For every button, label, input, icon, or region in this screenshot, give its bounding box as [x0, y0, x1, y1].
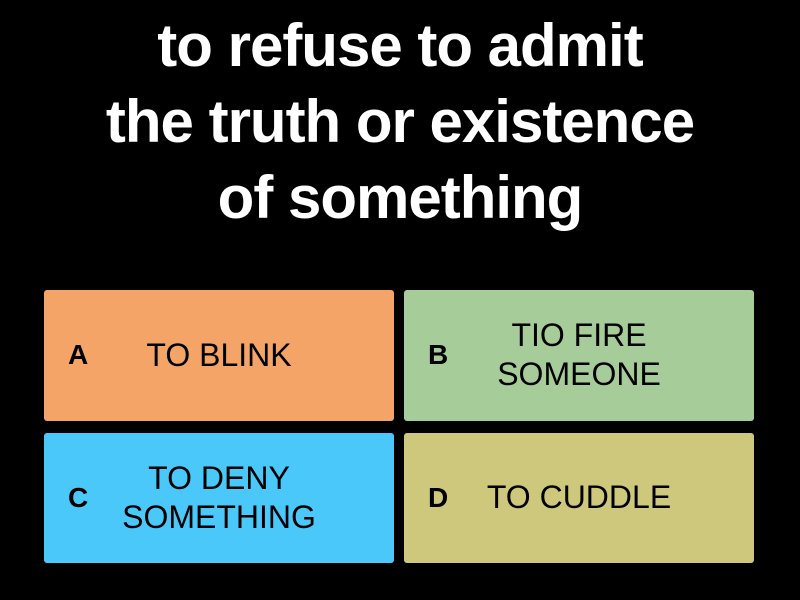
- question-line: the truth or existence: [105, 88, 695, 155]
- answer-letter: D: [428, 481, 449, 513]
- question-line: of something: [217, 164, 584, 231]
- question-text: to refuse to admit the truth or existenc…: [0, 8, 800, 236]
- answer-button-a[interactable]: A TO BLINK: [44, 290, 394, 421]
- answer-grid: A TO BLINK B TIO FIRE SOMEONE C TO DENY …: [44, 290, 754, 563]
- answer-button-d[interactable]: D TO CUDDLE: [404, 432, 754, 563]
- question-line: to refuse to admit: [157, 12, 643, 79]
- answer-letter: C: [68, 481, 89, 513]
- answer-letter: A: [68, 339, 89, 371]
- answer-letter: B: [428, 339, 449, 371]
- answer-text: TO DENY SOMETHING: [122, 459, 316, 535]
- answer-button-b[interactable]: B TIO FIRE SOMEONE: [404, 290, 754, 421]
- answer-text: TO CUDDLE: [486, 479, 672, 516]
- answer-button-c[interactable]: C TO DENY SOMETHING: [44, 432, 394, 563]
- answer-text: TO BLINK: [146, 336, 292, 373]
- answer-text: TIO FIRE SOMEONE: [497, 317, 661, 393]
